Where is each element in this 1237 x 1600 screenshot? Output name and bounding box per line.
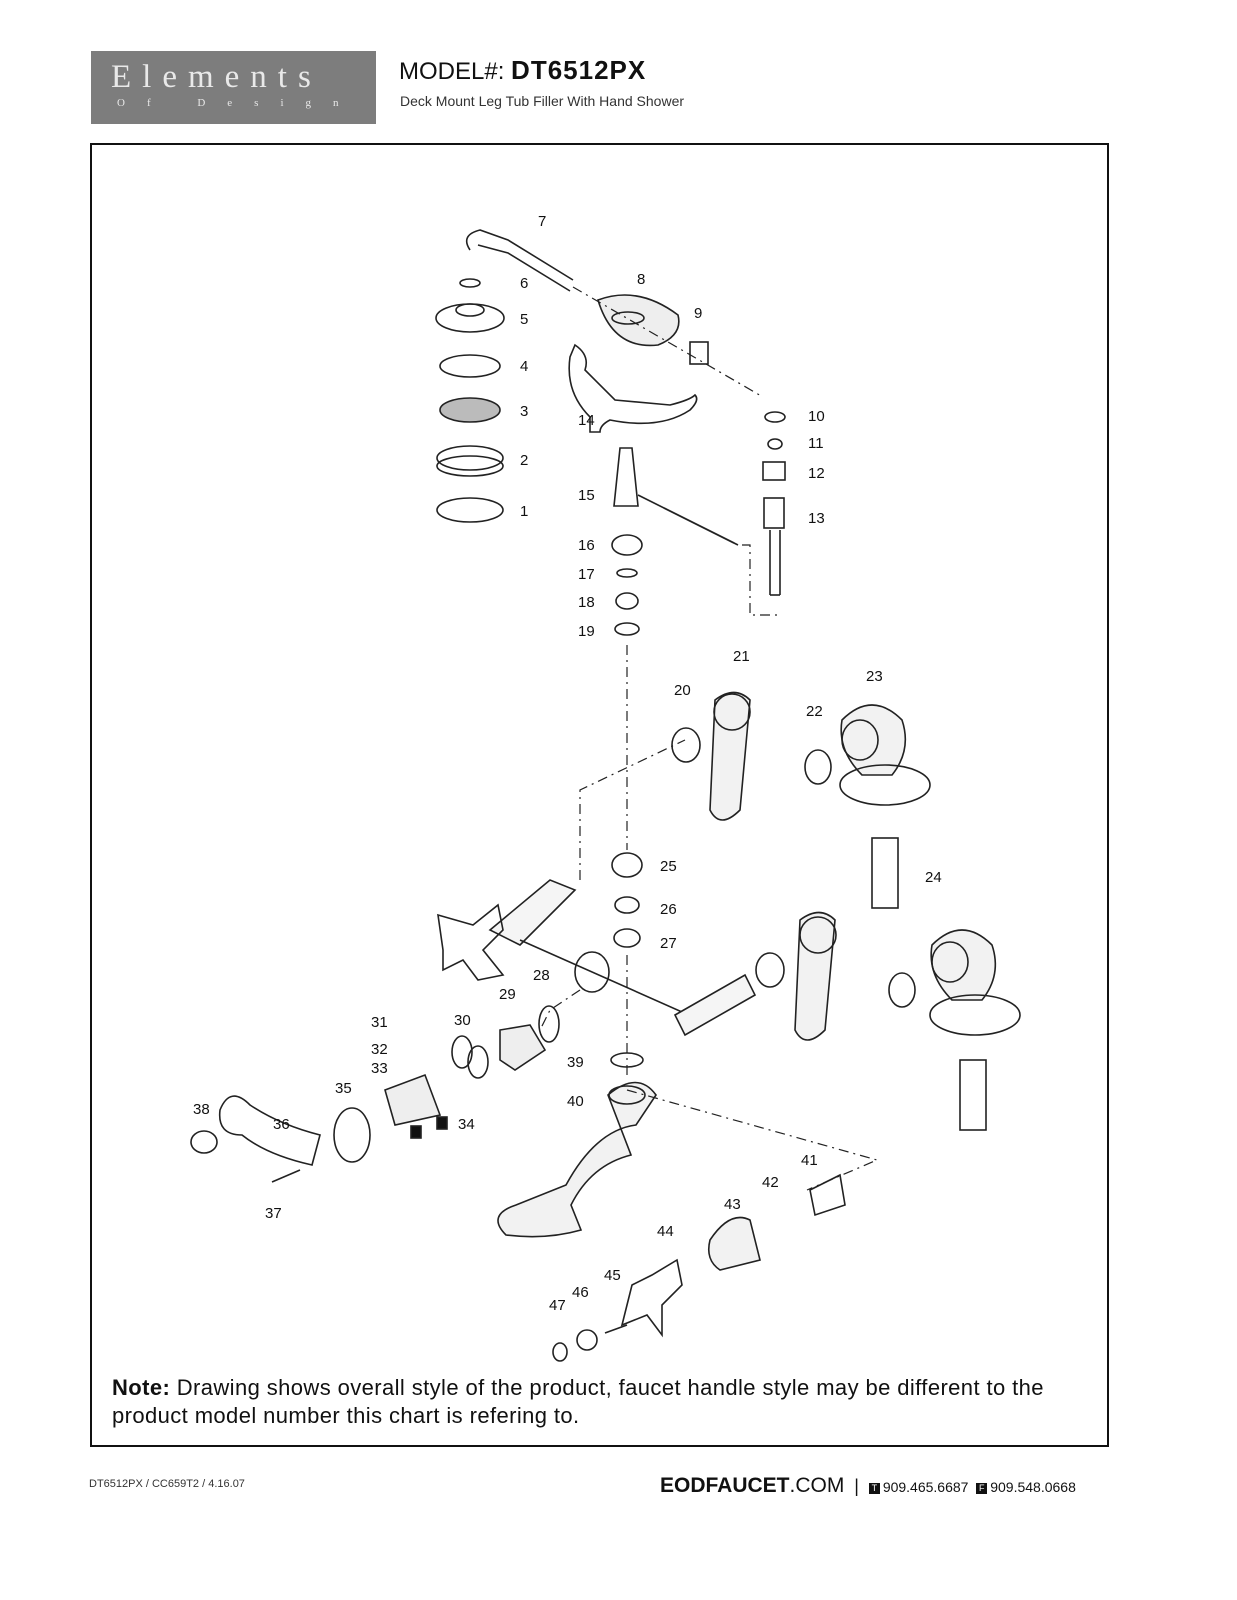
callout-12: 12 xyxy=(808,465,825,482)
callout-22: 22 xyxy=(806,703,823,720)
fax-icon: F xyxy=(976,1483,988,1494)
callout-16: 16 xyxy=(578,537,595,554)
callout-29: 29 xyxy=(499,986,516,1003)
callout-17: 17 xyxy=(578,566,595,583)
callout-5: 5 xyxy=(520,311,528,328)
logo-main-text: Elements xyxy=(111,59,322,95)
logo-sub-text: Of Design xyxy=(117,97,361,109)
model-label: MODEL#: xyxy=(399,58,505,85)
callout-2: 2 xyxy=(520,452,528,469)
callout-27: 27 xyxy=(660,935,677,952)
callout-11: 11 xyxy=(808,435,824,452)
phone-icon: T xyxy=(868,1483,880,1494)
callout-7: 7 xyxy=(538,213,546,230)
callout-26: 26 xyxy=(660,901,677,918)
callout-36: 36 xyxy=(273,1116,290,1133)
callout-34: 34 xyxy=(458,1116,475,1133)
phone-number: 909.465.6687 xyxy=(882,1479,969,1495)
callout-10: 10 xyxy=(808,408,825,425)
callout-15: 15 xyxy=(578,487,595,504)
callout-1: 1 xyxy=(520,503,528,520)
callout-47: 47 xyxy=(549,1297,566,1314)
callout-46: 46 xyxy=(572,1284,589,1301)
callout-33: 33 xyxy=(371,1060,388,1077)
callout-45: 45 xyxy=(604,1267,621,1284)
note-label: Note: xyxy=(112,1375,171,1400)
callout-3: 3 xyxy=(520,403,528,420)
diagram-frame xyxy=(90,143,1109,1447)
callout-44: 44 xyxy=(657,1223,674,1240)
footer-separator: | xyxy=(854,1476,859,1496)
shower-arm-part xyxy=(465,229,574,281)
callout-39: 39 xyxy=(567,1054,584,1071)
callout-35: 35 xyxy=(335,1080,352,1097)
callout-31: 31 xyxy=(371,1014,388,1031)
callout-23: 23 xyxy=(866,668,883,685)
callout-21: 21 xyxy=(733,648,750,665)
website-link[interactable]: EODFAUCET.COM xyxy=(660,1474,845,1497)
callout-24: 24 xyxy=(925,869,942,886)
callout-18: 18 xyxy=(578,594,595,611)
callout-30: 30 xyxy=(454,1012,471,1029)
callout-32: 32 xyxy=(371,1041,388,1058)
callout-38: 38 xyxy=(193,1101,210,1118)
callout-37: 37 xyxy=(265,1205,282,1222)
brand-logo: Elements Of Design xyxy=(91,51,376,124)
callout-14: 14 xyxy=(578,412,595,429)
callout-13: 13 xyxy=(808,510,825,527)
callout-6: 6 xyxy=(520,275,528,292)
callout-9: 9 xyxy=(694,305,702,322)
product-subtitle: Deck Mount Leg Tub Filler With Hand Show… xyxy=(400,93,685,109)
callout-43: 43 xyxy=(724,1196,741,1213)
model-number: DT6512PX xyxy=(511,55,647,85)
callout-25: 25 xyxy=(660,858,677,875)
note-text: Drawing shows overall style of the produ… xyxy=(112,1375,1044,1428)
note-paragraph: Note: Drawing shows overall style of the… xyxy=(112,1374,1092,1430)
document-code: DT6512PX / CC659T2 / 4.16.07 xyxy=(89,1478,245,1490)
model-heading: MODEL#: DT6512PX xyxy=(399,55,646,86)
callout-20: 20 xyxy=(674,682,691,699)
callout-41: 41 xyxy=(801,1152,818,1169)
callout-42: 42 xyxy=(762,1174,779,1191)
fax-number: 909.548.0668 xyxy=(990,1479,1076,1495)
callout-8: 8 xyxy=(637,271,645,288)
callout-4: 4 xyxy=(520,358,528,375)
callout-28: 28 xyxy=(533,967,550,984)
callout-40: 40 xyxy=(567,1093,584,1110)
callout-19: 19 xyxy=(578,623,595,640)
